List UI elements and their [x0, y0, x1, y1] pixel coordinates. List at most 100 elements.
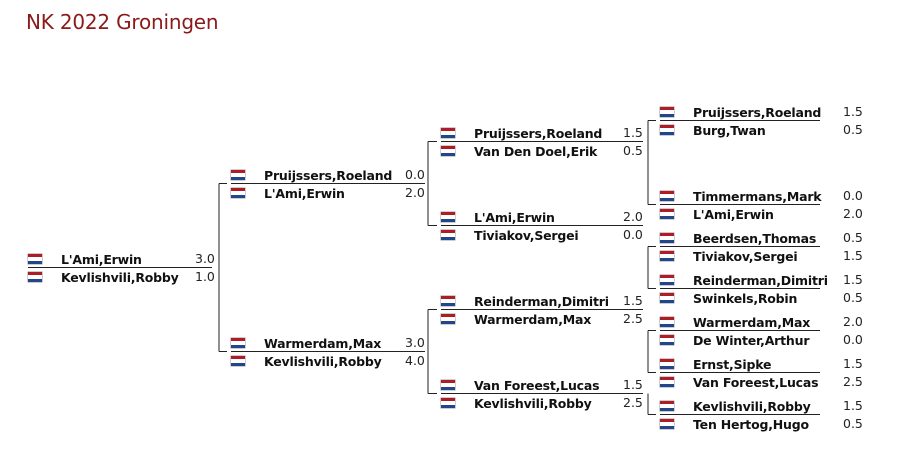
player-name: Warmerdam,Max [474, 311, 592, 327]
player-name: Ten Hertog,Hugo [693, 416, 809, 432]
bracket-player-entry: Van Foreest,Lucas [441, 376, 600, 394]
netherlands-flag-icon [660, 125, 674, 135]
player-score: 0.5 [843, 230, 863, 245]
player-score: 0.0 [843, 188, 863, 203]
player-score: 2.5 [623, 311, 643, 326]
player-name: L'Ami,Erwin [474, 209, 555, 225]
bracket-player-entry: Timmermans,Mark [660, 187, 822, 205]
bracket-player-entry: Pruijssers,Roeland [441, 124, 602, 142]
netherlands-flag-icon [231, 338, 245, 348]
player-score: 2.0 [843, 314, 863, 329]
player-name: Beerdsen,Thomas [693, 230, 817, 246]
netherlands-flag-icon [441, 128, 455, 138]
player-score: 1.5 [623, 377, 643, 392]
player-name: Ernst,Sipke [693, 356, 772, 372]
player-name: L'Ami,Erwin [61, 251, 142, 267]
bracket-player-entry: Ernst,Sipke [660, 355, 771, 373]
player-name: Burg,Twan [693, 122, 766, 138]
player-name: Swinkels,Robin [693, 290, 798, 306]
player-score: 3.0 [195, 251, 215, 266]
player-score: 1.5 [843, 104, 863, 119]
bracket-player-entry: Ten Hertog,Hugo [660, 415, 809, 433]
bracket-player-entry: Kevlishvili,Robby [231, 352, 382, 370]
player-name: Kevlishvili,Robby [264, 353, 382, 369]
netherlands-flag-icon [660, 293, 674, 303]
player-name: Reinderman,Dimitri [474, 293, 609, 309]
netherlands-flag-icon [441, 314, 455, 324]
player-score: 2.0 [843, 206, 863, 221]
player-name: Reinderman,Dimitri [693, 272, 828, 288]
bracket-player-entry: Kevlishvili,Robby [660, 397, 811, 415]
bracket-player-entry: Reinderman,Dimitri [441, 292, 609, 310]
player-score: 0.5 [843, 416, 863, 431]
bracket-player-entry: Kevlishvili,Robby [28, 268, 179, 286]
netherlands-flag-icon [660, 209, 674, 219]
netherlands-flag-icon [231, 356, 245, 366]
player-score: 0.5 [623, 143, 643, 158]
player-name: Van Foreest,Lucas [693, 374, 819, 390]
netherlands-flag-icon [660, 377, 674, 387]
netherlands-flag-icon [441, 296, 455, 306]
netherlands-flag-icon [660, 191, 674, 201]
player-score: 0.5 [843, 290, 863, 305]
bracket-player-entry: Beerdsen,Thomas [660, 229, 816, 247]
bracket-player-entry: Van Foreest,Lucas [660, 373, 819, 391]
player-score: 1.5 [843, 272, 863, 287]
player-name: Kevlishvili,Robby [693, 398, 811, 414]
netherlands-flag-icon [441, 398, 455, 408]
netherlands-flag-icon [660, 335, 674, 345]
player-score: 1.5 [843, 248, 863, 263]
netherlands-flag-icon [660, 107, 674, 117]
netherlands-flag-icon [28, 254, 42, 264]
bracket-player-entry: Swinkels,Robin [660, 289, 797, 307]
bracket-player-entry: Pruijssers,Roeland [231, 166, 392, 184]
player-name: Van Foreest,Lucas [474, 377, 600, 393]
bracket-player-entry: Van Den Doel,Erik [441, 142, 597, 160]
player-name: Warmerdam,Max [693, 314, 811, 330]
netherlands-flag-icon [441, 212, 455, 222]
netherlands-flag-icon [441, 380, 455, 390]
bracket-player-entry: Pruijssers,Roeland [660, 103, 821, 121]
player-score: 0.0 [405, 167, 425, 182]
player-score: 2.5 [843, 374, 863, 389]
player-name: Pruijssers,Roeland [264, 167, 393, 183]
player-score: 1.5 [623, 293, 643, 308]
player-score: 0.0 [623, 227, 643, 242]
player-name: Tiviakov,Sergei [474, 227, 579, 243]
netherlands-flag-icon [660, 419, 674, 429]
player-name: Timmermans,Mark [693, 188, 822, 204]
player-score: 1.5 [843, 356, 863, 371]
player-name: Pruijssers,Roeland [474, 125, 603, 141]
bracket-player-entry: Reinderman,Dimitri [660, 271, 828, 289]
netherlands-flag-icon [660, 233, 674, 243]
player-name: De Winter,Arthur [693, 332, 810, 348]
player-score: 2.0 [405, 185, 425, 200]
page-title: NK 2022 Groningen [26, 10, 219, 34]
netherlands-flag-icon [441, 146, 455, 156]
bracket-player-entry: De Winter,Arthur [660, 331, 809, 349]
player-score: 2.5 [623, 395, 643, 410]
player-score: 2.0 [623, 209, 643, 224]
player-name: Warmerdam,Max [264, 335, 382, 351]
netherlands-flag-icon [660, 401, 674, 411]
player-name: Kevlishvili,Robby [474, 395, 592, 411]
player-score: 0.5 [843, 122, 863, 137]
player-name: Van Den Doel,Erik [474, 143, 598, 159]
bracket-player-entry: Warmerdam,Max [441, 310, 591, 328]
player-score: 3.0 [405, 335, 425, 350]
netherlands-flag-icon [660, 275, 674, 285]
netherlands-flag-icon [441, 230, 455, 240]
bracket-player-entry: Kevlishvili,Robby [441, 394, 592, 412]
netherlands-flag-icon [660, 359, 674, 369]
player-score: 0.0 [843, 332, 863, 347]
player-score: 1.5 [843, 398, 863, 413]
player-name: Pruijssers,Roeland [693, 104, 822, 120]
player-name: L'Ami,Erwin [264, 185, 345, 201]
bracket-player-entry: Tiviakov,Sergei [660, 247, 798, 265]
bracket-player-entry: Warmerdam,Max [660, 313, 810, 331]
bracket-player-entry: L'Ami,Erwin [441, 208, 555, 226]
bracket-player-entry: L'Ami,Erwin [660, 205, 774, 223]
player-score: 1.0 [195, 269, 215, 284]
